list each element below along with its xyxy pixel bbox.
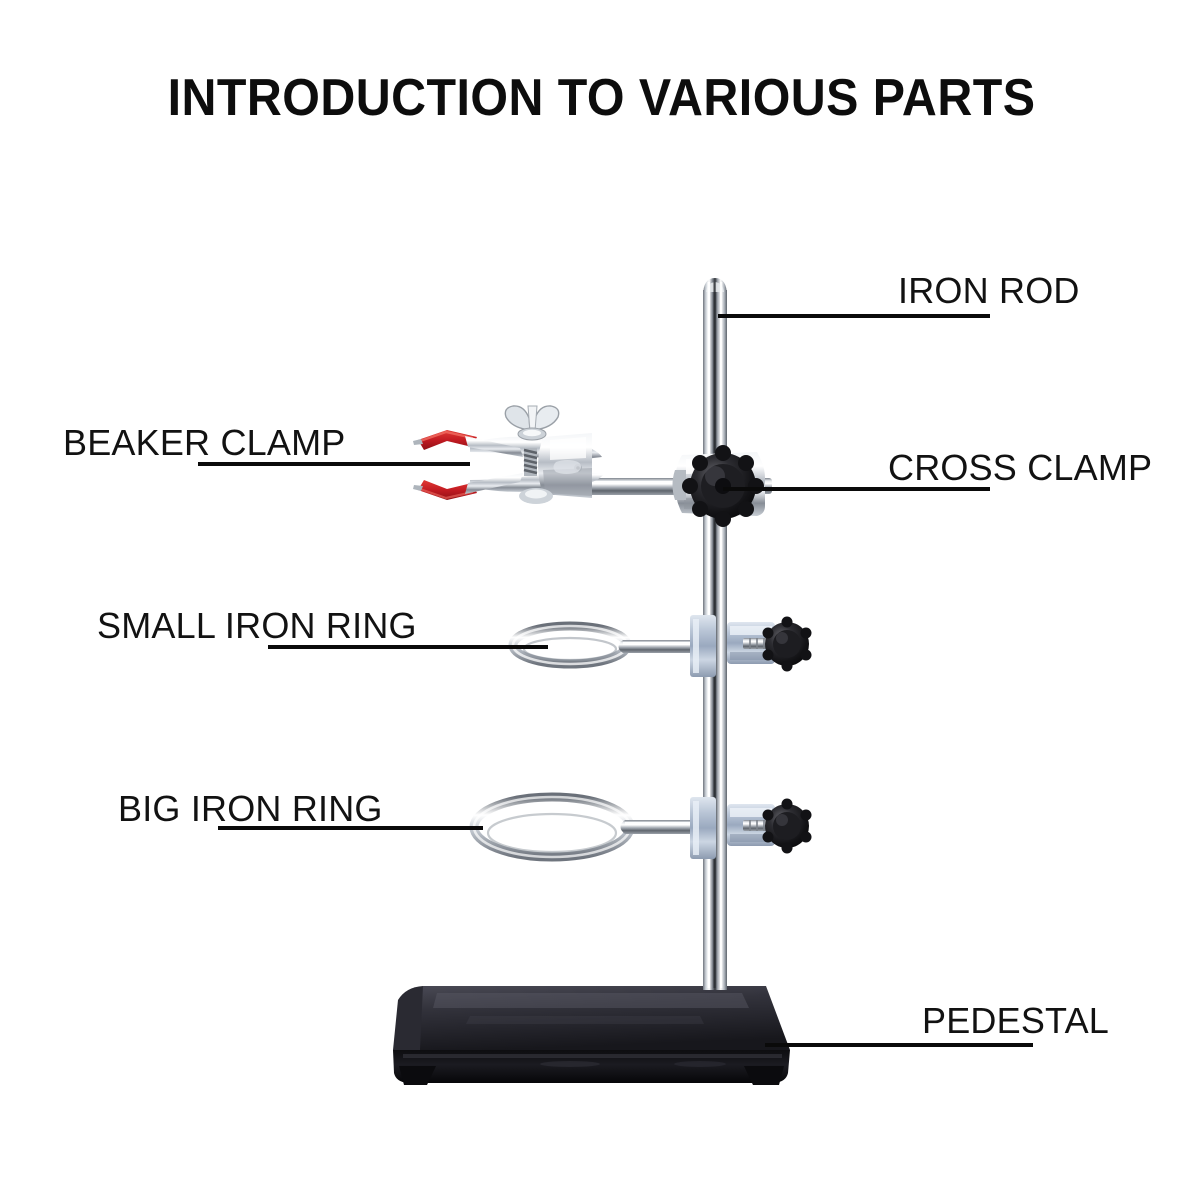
pedestal-graphic bbox=[393, 986, 790, 1085]
leader-pedestal bbox=[765, 1043, 1033, 1047]
label-iron-rod: IRON ROD bbox=[898, 270, 1080, 311]
big-iron-ring-graphic bbox=[469, 792, 812, 862]
cross-clamp-graphic bbox=[672, 445, 772, 527]
label-small-iron-ring: SMALL IRON RING bbox=[97, 605, 417, 646]
label-cross-clamp: CROSS CLAMP bbox=[888, 447, 1153, 488]
label-pedestal: PEDESTAL bbox=[922, 1000, 1109, 1041]
leader-big-iron-ring bbox=[218, 826, 483, 830]
page-title: INTRODUCTION TO VARIOUS PARTS bbox=[167, 69, 1036, 127]
small-ring-knob[interactable] bbox=[762, 616, 812, 672]
cross-clamp-knob[interactable] bbox=[682, 445, 764, 527]
leader-cross-clamp bbox=[723, 487, 990, 491]
small-iron-ring-graphic bbox=[508, 615, 812, 677]
leader-iron-rod bbox=[718, 314, 990, 318]
label-big-iron-ring: BIG IRON RING bbox=[118, 788, 383, 829]
beaker-clamp-graphic bbox=[413, 405, 715, 504]
leader-beaker-clamp bbox=[198, 462, 470, 466]
label-beaker-clamp: BEAKER CLAMP bbox=[63, 422, 346, 463]
wing-nut-icon bbox=[504, 405, 560, 441]
leader-small-iron-ring bbox=[268, 645, 548, 649]
big-ring-knob[interactable] bbox=[762, 798, 812, 854]
